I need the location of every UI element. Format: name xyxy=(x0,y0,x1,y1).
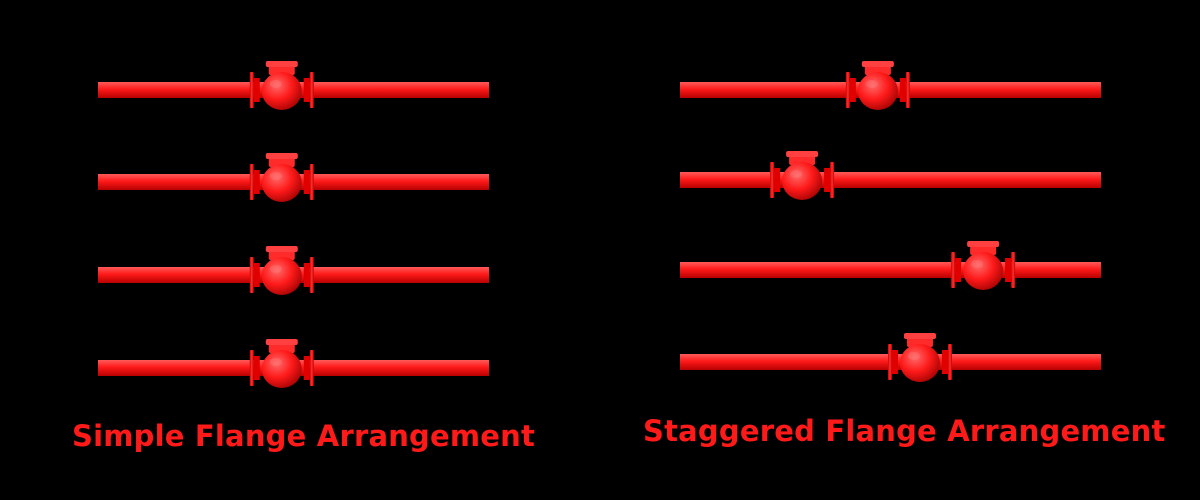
valve-highlight xyxy=(907,352,920,360)
valve-body xyxy=(782,162,823,200)
flange-plate xyxy=(249,350,254,386)
valve-bonnet xyxy=(268,343,295,353)
valve-bonnet xyxy=(864,65,891,75)
valve xyxy=(249,339,314,388)
flange-plate xyxy=(845,72,850,108)
flange-plate xyxy=(770,162,775,198)
valve-body xyxy=(963,252,1004,290)
valve-bonnet xyxy=(970,245,997,255)
flange-collar xyxy=(253,263,260,287)
flange-collar xyxy=(303,78,310,102)
valve xyxy=(249,153,314,202)
pipe-row xyxy=(98,339,489,388)
staggered-flange-caption: Staggered Flange Arrangement xyxy=(643,414,1166,448)
simple-flange-panel xyxy=(98,61,489,388)
staggered-flange-panel xyxy=(680,61,1101,382)
flange-plate xyxy=(249,164,254,200)
valve xyxy=(249,246,314,295)
valve-body xyxy=(261,164,302,202)
valve-bonnet xyxy=(789,155,816,165)
flange-plate xyxy=(830,162,835,198)
valve-body xyxy=(261,257,302,295)
flange-collar xyxy=(253,356,260,380)
simple-flange-caption: Simple Flange Arrangement xyxy=(72,419,536,453)
flange-collar xyxy=(303,356,310,380)
flange-collar xyxy=(253,170,260,194)
flange-plate xyxy=(249,257,254,293)
flange-collar xyxy=(891,350,898,374)
flange-plate xyxy=(1011,252,1016,288)
pipe xyxy=(680,262,1101,278)
pipe-row xyxy=(98,153,489,202)
valve-bonnet xyxy=(268,65,295,75)
flange-plate xyxy=(249,72,254,108)
valve xyxy=(249,61,314,110)
flange-collar xyxy=(1005,258,1012,282)
flange-collar xyxy=(941,350,948,374)
pipe-row xyxy=(680,333,1101,382)
valve-cap xyxy=(967,241,1000,247)
valve-cap xyxy=(265,61,298,67)
valve-cap xyxy=(265,246,298,252)
flange-collar xyxy=(774,168,781,192)
pipe-row xyxy=(98,246,489,295)
valve xyxy=(887,333,952,382)
flange-plate xyxy=(887,344,892,380)
valve-highlight xyxy=(790,170,803,178)
pipe-row xyxy=(680,61,1101,110)
flange-plate xyxy=(309,72,314,108)
valve-bonnet xyxy=(906,337,933,347)
valve-highlight xyxy=(269,80,282,88)
valve-highlight xyxy=(269,265,282,273)
flange-plate xyxy=(951,252,956,288)
flange-plate xyxy=(905,72,910,108)
flange-plate xyxy=(309,350,314,386)
valve-cap xyxy=(903,333,936,339)
valve xyxy=(951,241,1016,290)
pipe-row xyxy=(98,61,489,110)
valve-body xyxy=(899,344,940,382)
flange-plate xyxy=(947,344,952,380)
valve-highlight xyxy=(865,80,878,88)
flange-collar xyxy=(253,78,260,102)
valve-body xyxy=(261,350,302,388)
pipe-row xyxy=(680,151,1101,200)
pipe xyxy=(680,172,1101,188)
flange-collar xyxy=(303,263,310,287)
flange-collar xyxy=(955,258,962,282)
valve-cap xyxy=(265,339,298,345)
valve-bonnet xyxy=(268,250,295,260)
valve-body xyxy=(261,72,302,110)
flange-collar xyxy=(824,168,831,192)
valve-bonnet xyxy=(268,157,295,167)
valve-highlight xyxy=(269,172,282,180)
valve-body xyxy=(857,72,898,110)
valve-cap xyxy=(786,151,819,157)
valve xyxy=(770,151,835,200)
flange-plate xyxy=(309,257,314,293)
flange-collar xyxy=(899,78,906,102)
valve-cap xyxy=(265,153,298,159)
valve xyxy=(845,61,910,110)
flange-plate xyxy=(309,164,314,200)
pipe-row xyxy=(680,241,1101,290)
flange-collar xyxy=(303,170,310,194)
flange-collar xyxy=(849,78,856,102)
valve-highlight xyxy=(971,260,984,268)
valve-highlight xyxy=(269,358,282,366)
valve-cap xyxy=(861,61,894,67)
